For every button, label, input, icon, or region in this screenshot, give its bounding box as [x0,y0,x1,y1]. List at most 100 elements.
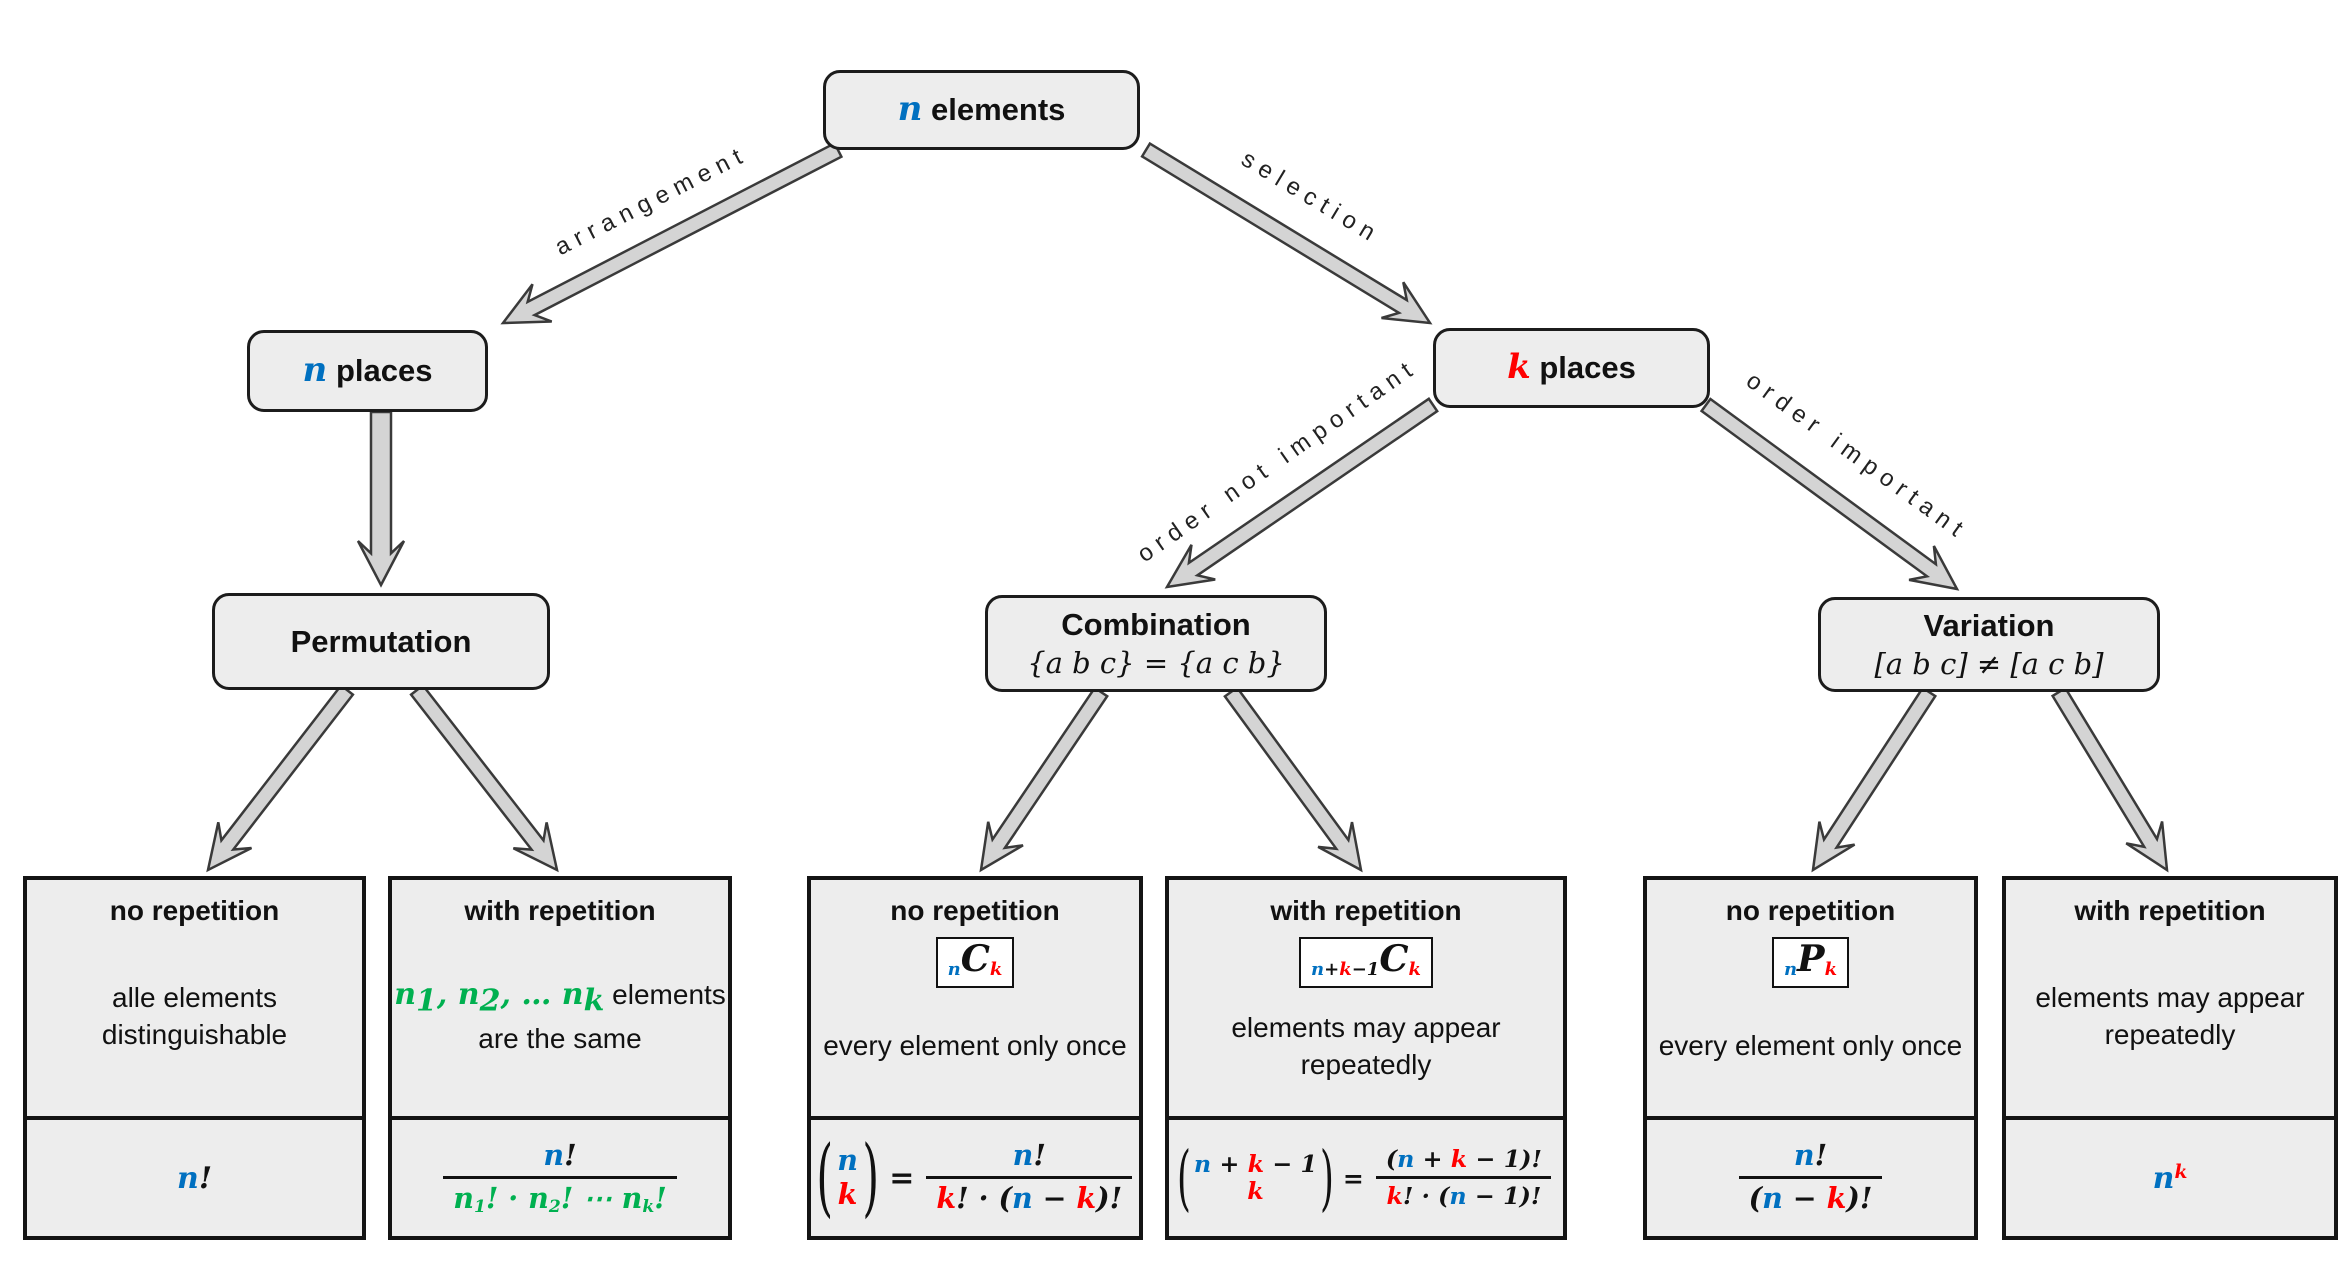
token: n [1449,1182,1467,1210]
binomial-coefficient: ( n + k − 1 k ) [1177,1135,1334,1219]
leaf-header: no repetition [890,895,1060,926]
fraction: n! n1! · n2! ⋯ nk! [443,1138,677,1217]
leaf-formula: n! (n − k)! [1647,1116,1974,1236]
node-title: n places [303,351,433,390]
leaf-header: no repetition [1725,895,1896,926]
token: ! · ( [1402,1182,1450,1210]
arrow-variation-to-no-repetition [1811,686,1938,873]
node-title: n elements [898,90,1066,129]
badge-n-plus-k-minus-1-Ck: n+k−1Ck [1299,936,1433,988]
token: places [327,353,433,389]
arrow-k-places-to-variation [1699,397,1960,591]
leaf-formula: nk [2006,1116,2334,1236]
token: , … [500,977,562,1013]
leaf-description: alle elements distinguishable [101,981,288,1050]
leaf-description-area: no repetition nPk every element only onc… [1647,880,1974,1116]
left-paren: ( [816,1127,833,1227]
token: n [837,1143,858,1178]
token: k [837,1176,858,1211]
token: ! [1814,1138,1828,1173]
leaf-description-area: with repetition n1, n2, … nk elements ar… [392,880,728,1116]
token: ! · ( [956,1181,1012,1215]
token: k [1824,958,1838,980]
token: n [1783,958,1798,980]
token: n [453,1180,474,1215]
right-paren: ) [1320,1135,1334,1219]
binomial-coefficient: ( n k ) [816,1127,879,1227]
token: k [1339,958,1352,980]
token: elements [922,92,1066,128]
arrow-n-places-to-permutation [356,410,406,588]
leaf-formula: ( n k ) = n! k! · (n − k)! [811,1116,1139,1236]
token: ! · [485,1180,529,1215]
token: ( [1748,1181,1763,1215]
badge-nPk: nPk [1771,936,1850,988]
token: 1 [473,1196,486,1217]
token: −1 [1351,958,1380,980]
token: elements [604,979,726,1011]
token: − [1782,1181,1827,1215]
leaf-description-area: no repetition alle elements distinguisha… [27,880,362,1116]
node-k-places: k places [1433,328,1710,408]
token: k [583,983,605,1019]
token: − 1 [1264,1149,1318,1178]
token: C [960,936,990,980]
token: − [1032,1181,1077,1215]
token: n [1193,1149,1212,1178]
token: 1 [416,983,437,1019]
token: k [1247,1176,1264,1205]
leaf-description: elements may appear repeatedly [1231,1011,1501,1080]
token: − 1)! [1466,1182,1542,1210]
arrow-combination-to-with-repetition [1223,685,1363,873]
leaf-formula: ( n + k − 1 k ) = (n + k − 1)! k! · (n −… [1169,1116,1563,1236]
token: n [1397,1144,1415,1173]
token: n [1011,1181,1033,1215]
token: k [1247,1149,1265,1178]
token: n [621,1180,643,1215]
equals-sign: = [889,1160,915,1196]
arrow-variation-to-with-repetition [2050,686,2169,873]
token: , [436,977,458,1013]
token: n [1793,1138,1815,1173]
leaf-variation-with-repetition: with repetition elements may appear repe… [2002,876,2338,1240]
token: k [936,1181,957,1215]
token: n [1012,1138,1034,1173]
token: n [543,1138,565,1173]
leaf-description: every element only once [1658,1030,1963,1062]
token: k [1450,1144,1468,1173]
token: + [1324,958,1340,980]
leaf-description-area: with repetition n+k−1Ck elements may app… [1169,880,1563,1116]
token: C [1379,936,1409,980]
token: n [394,977,416,1013]
left-paren: ( [1177,1135,1191,1219]
leaf-description: n1, n2, … nk elements are the same [394,977,726,1055]
leaf-description-area: no repetition nCk every element only onc… [811,880,1139,1116]
node-title: Variation [1923,608,2055,643]
leaf-description: every element only once [823,1030,1127,1062]
token: ! ⋯ [560,1180,622,1215]
token: n [302,350,328,391]
node-subtitle: [a b c] ≠ [a c b] [1874,646,2104,681]
token: n [1311,958,1325,980]
token: ! [564,1138,577,1173]
fraction: n! k! · (n − k)! [926,1138,1133,1216]
node-subtitle: {a b c} = {a c b} [1027,645,1285,680]
token: + [1211,1149,1248,1178]
arrow-permutation-to-no-repetition [206,683,355,873]
leaf-permutation-with-repetition: with repetition n1, n2, … nk elements ar… [388,876,732,1240]
token: k [2174,1161,2188,1183]
token: n [947,958,961,980]
leaf-combination-no-repetition: no repetition nCk every element only onc… [807,876,1143,1240]
token: − 1)! [1467,1144,1542,1173]
token: k [1076,1181,1097,1215]
leaf-header: with repetition [2074,895,2266,926]
token: n [177,1160,199,1196]
leaf-formula: n! [27,1116,362,1236]
token: k [1386,1182,1403,1210]
token: P [1797,936,1825,980]
node-title: k places [1507,348,1636,387]
token: n [1762,1181,1783,1215]
badge-nCk: nCk [935,936,1015,988]
